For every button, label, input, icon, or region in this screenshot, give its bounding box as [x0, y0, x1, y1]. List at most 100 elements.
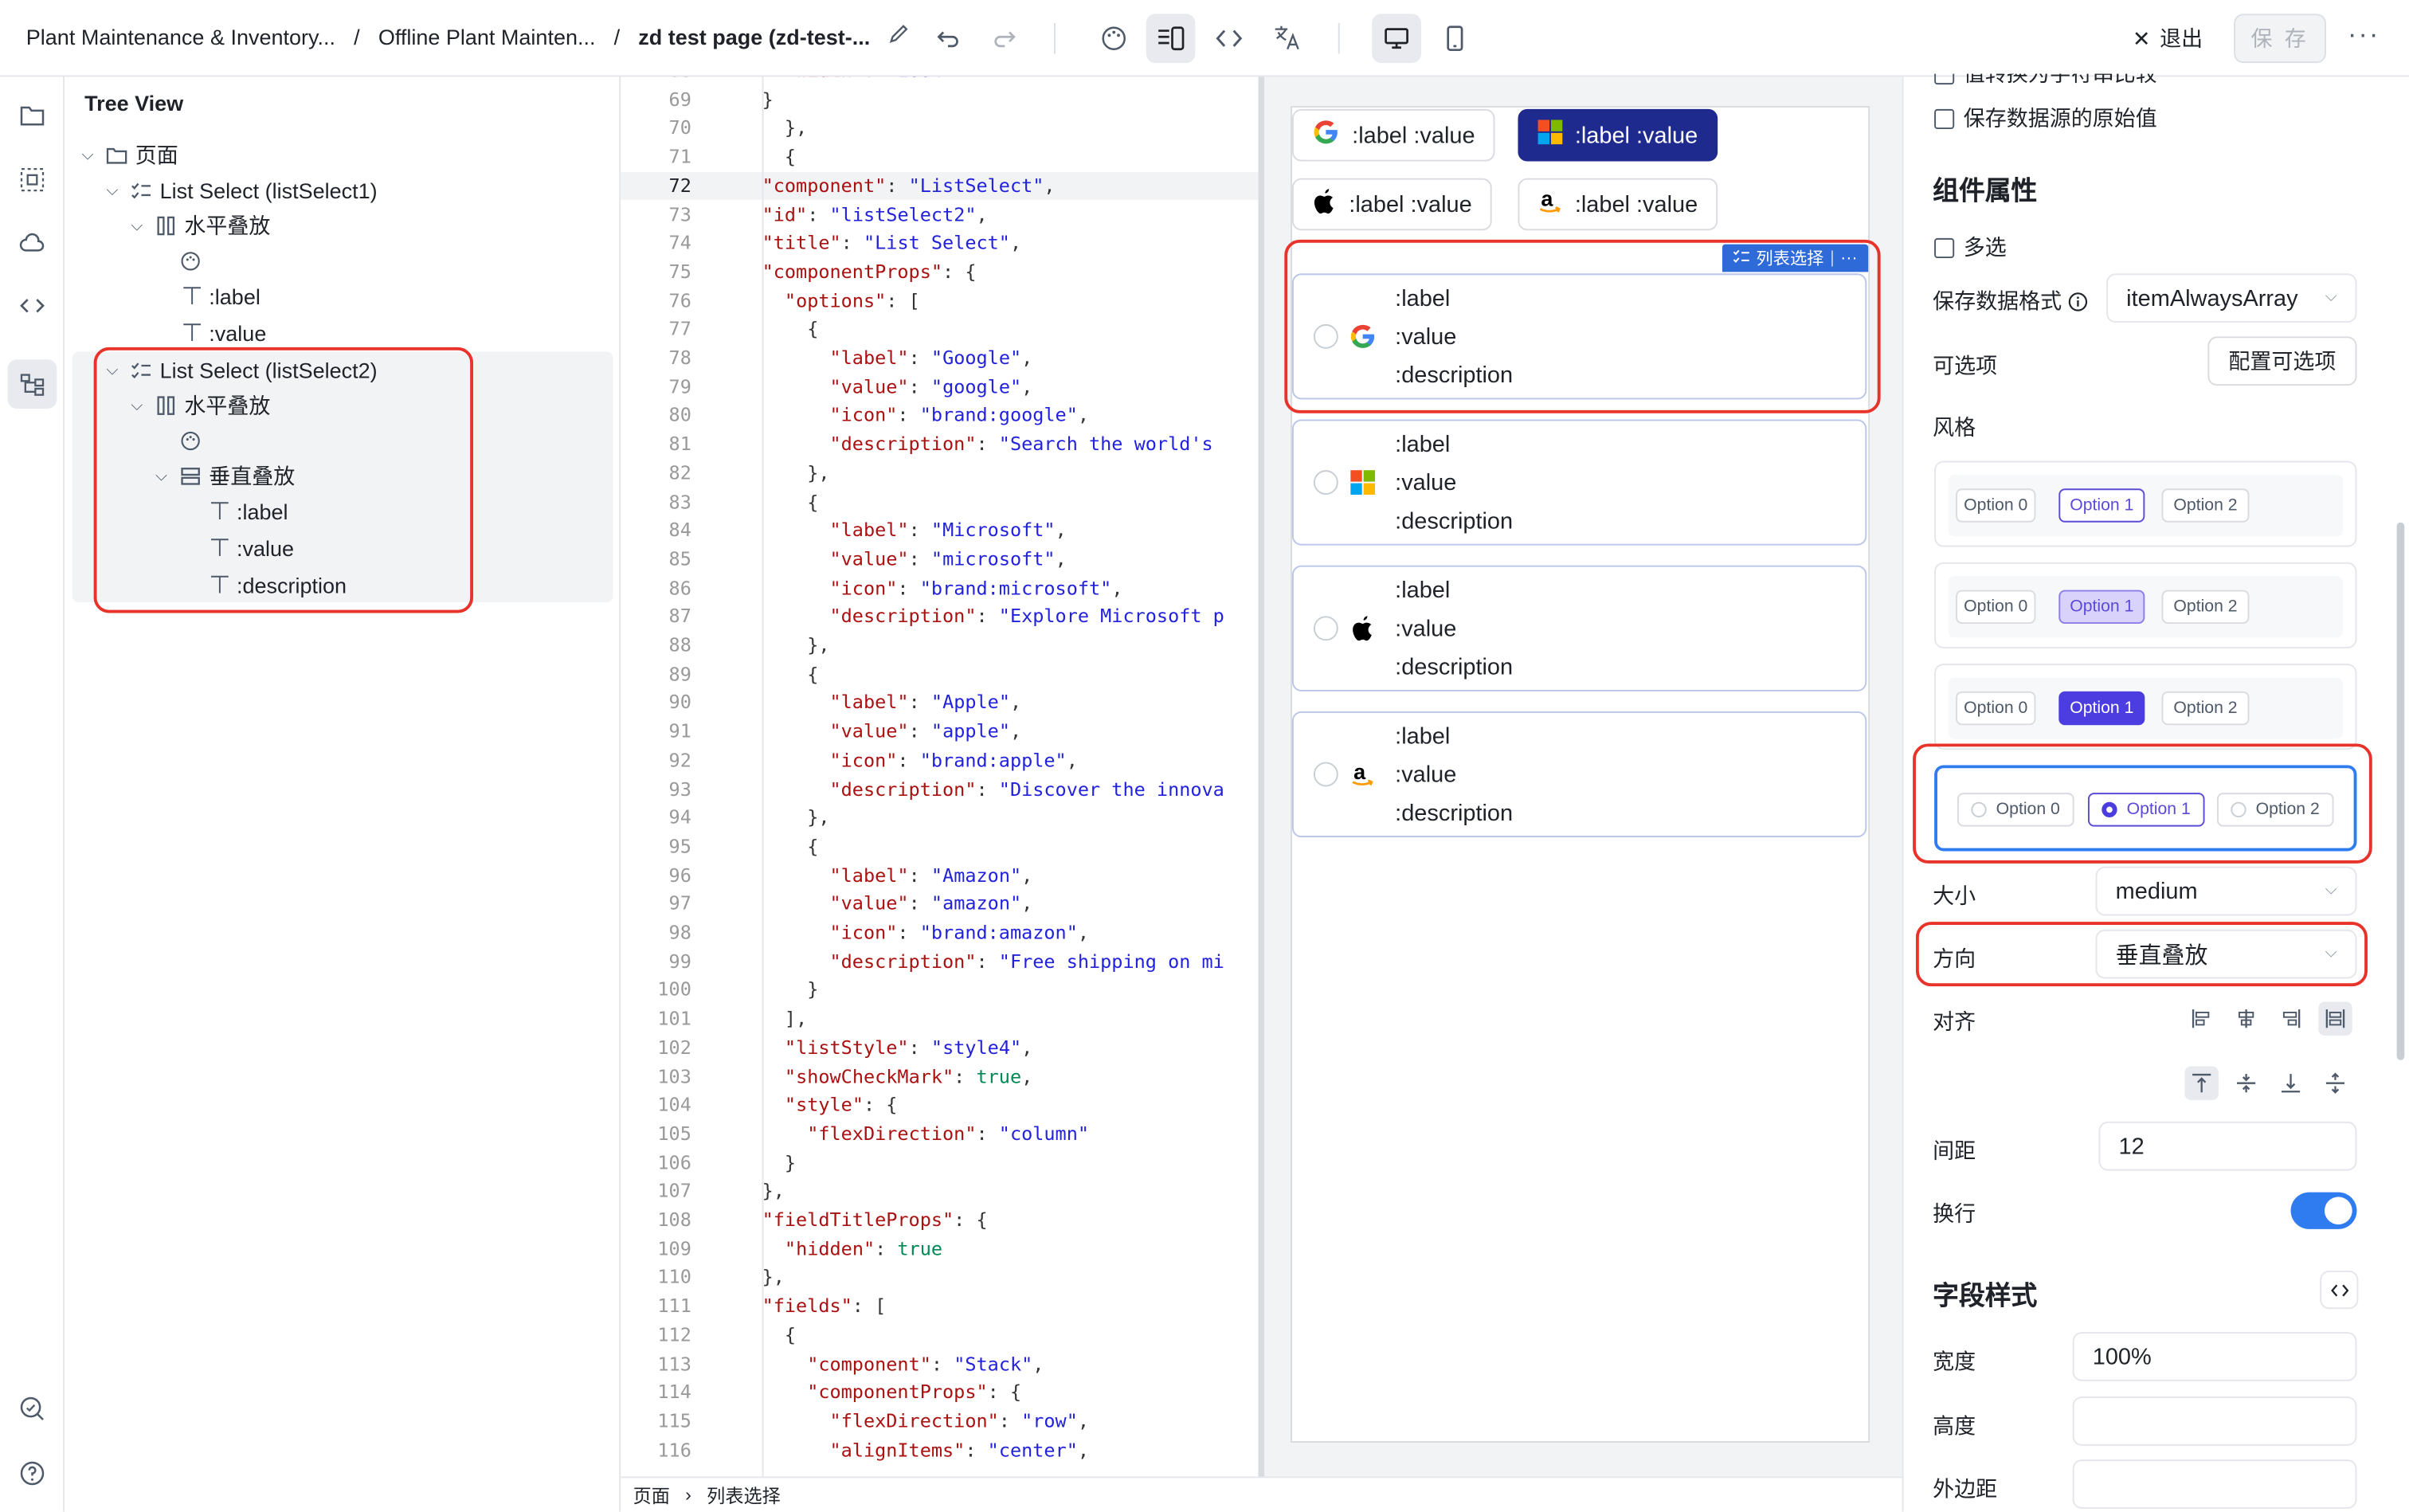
code-line[interactable]: 101 ],: [621, 1005, 1263, 1033]
align-stretch-icon[interactable]: [2318, 1001, 2352, 1036]
code-line[interactable]: 68 "width": "100%": [621, 76, 1263, 85]
chevron-down-icon[interactable]: ⌵: [81, 147, 94, 164]
more-options-icon[interactable]: ···: [1840, 249, 1858, 268]
tree-node-value-text[interactable]: ⊤ :value: [209, 531, 294, 565]
save-original-checkbox[interactable]: 保存数据源的原始值: [1934, 103, 2157, 134]
properties-scrollbar[interactable]: [2396, 522, 2405, 1060]
save-button[interactable]: 保 存: [2234, 14, 2326, 64]
vlist-item-google[interactable]: :label :value :description: [1291, 273, 1867, 400]
align-center-icon[interactable]: [2229, 1001, 2262, 1035]
multiple-checkbox[interactable]: 多选: [1934, 232, 2007, 263]
code-line[interactable]: 91 "value": "apple",: [621, 718, 1263, 746]
status-root[interactable]: 页面: [633, 1484, 670, 1506]
code-line[interactable]: 72"component": "ListSelect",: [621, 171, 1263, 201]
justify-start-icon[interactable]: [2184, 1066, 2219, 1100]
compare-as-string-checkbox[interactable]: 值转换为字符串比较: [1934, 73, 2157, 89]
radio-button[interactable]: [1313, 470, 1338, 496]
code-view-icon[interactable]: [1204, 14, 1254, 63]
justify-between-icon[interactable]: [2318, 1066, 2352, 1099]
redo-icon[interactable]: [980, 14, 1029, 63]
vlist-item-apple[interactable]: :label :value :description: [1291, 565, 1867, 691]
radio-button[interactable]: [1313, 323, 1338, 349]
code-line[interactable]: 70 },: [621, 114, 1263, 143]
desktop-preview-icon[interactable]: [1372, 14, 1421, 64]
code-line[interactable]: 109 "hidden": true: [621, 1235, 1263, 1263]
justify-center-icon[interactable]: [2229, 1066, 2262, 1099]
code-line[interactable]: 114 "componentProps": {: [621, 1378, 1263, 1407]
code-line[interactable]: 71 {: [621, 143, 1263, 172]
code-line[interactable]: 76 "options": [: [621, 287, 1263, 315]
code-line[interactable]: 75"componentProps": {: [621, 258, 1263, 287]
theme-palette-icon[interactable]: [1089, 14, 1138, 63]
align-right-icon[interactable]: [2274, 1001, 2307, 1035]
tree-node-listselect1[interactable]: ⌵ List Select (listSelect1): [101, 174, 377, 207]
height-input[interactable]: [2072, 1396, 2357, 1446]
code-line[interactable]: 100 }: [621, 976, 1263, 1005]
code-line[interactable]: 97 "value": "amazon",: [621, 890, 1263, 919]
code-line[interactable]: 102 "listStyle": "style4",: [621, 1034, 1263, 1063]
code-line[interactable]: 116 "alignItems": "center",: [621, 1436, 1263, 1464]
size-select[interactable]: medium⌵: [2095, 866, 2357, 916]
exit-button[interactable]: ✕ 退出: [2133, 23, 2203, 54]
code-line[interactable]: 104 "style": {: [621, 1091, 1263, 1120]
code-icon[interactable]: [8, 281, 57, 331]
style-card-4-selected[interactable]: Option 0 Option 1 Option 2: [1934, 765, 2357, 852]
code-line[interactable]: 115 "flexDirection": "row",: [621, 1407, 1263, 1436]
code-line[interactable]: 78 "label": "Google",: [621, 344, 1263, 373]
checkbox[interactable]: [1934, 108, 1955, 130]
code-line[interactable]: 103 "showCheckMark": true,: [621, 1063, 1263, 1091]
tree-node-hstack[interactable]: ⌵ 水平叠放: [126, 209, 270, 242]
wrap-toggle[interactable]: [2290, 1192, 2357, 1229]
radio-button[interactable]: [1313, 762, 1338, 787]
code-line[interactable]: 94 },: [621, 804, 1263, 832]
radio-button[interactable]: [1313, 616, 1338, 641]
margin-input[interactable]: [2072, 1459, 2357, 1509]
code-line[interactable]: 110},: [621, 1263, 1263, 1292]
code-line[interactable]: 99 "description": "Free shipping on mi: [621, 947, 1263, 976]
code-icon[interactable]: [2320, 1270, 2359, 1310]
chevron-down-icon[interactable]: ⌵: [155, 468, 167, 485]
more-options-icon[interactable]: ···: [2347, 18, 2380, 49]
tree-node-description-text[interactable]: ⊤ :description: [209, 569, 347, 602]
chevron-down-icon[interactable]: ⌵: [131, 397, 143, 414]
mobile-preview-icon[interactable]: [1431, 14, 1480, 63]
component-select-icon[interactable]: [8, 155, 57, 205]
tree-node-label-text[interactable]: ⊤ :label: [209, 495, 288, 528]
tree-node-vstack[interactable]: ⌵ 垂直叠放: [151, 460, 295, 493]
code-line[interactable]: 85 "value": "microsoft",: [621, 545, 1263, 574]
selected-component-tag[interactable]: 列表选择 | ···: [1722, 244, 1869, 272]
code-line[interactable]: 108"fieldTitleProps": {: [621, 1206, 1263, 1235]
code-line[interactable]: 112 {: [621, 1321, 1263, 1349]
editor-scrollbar[interactable]: [1258, 76, 1265, 1477]
edit-pencil-icon[interactable]: [888, 23, 910, 49]
hlist-item-microsoft[interactable]: :label :value: [1518, 108, 1718, 162]
translate-icon[interactable]: [1263, 14, 1312, 63]
width-input[interactable]: 100%: [2072, 1332, 2357, 1381]
code-editor[interactable]: 68 "width": "100%"69}70 },71 {72"compone…: [621, 76, 1263, 1476]
code-line[interactable]: 90 "label": "Apple",: [621, 689, 1263, 718]
breadcrumb-app[interactable]: Plant Maintenance & Inventory...: [25, 23, 336, 49]
checkbox[interactable]: [1934, 237, 1955, 259]
code-line[interactable]: 89 {: [621, 660, 1263, 689]
code-line[interactable]: 93 "description": "Discover the innova: [621, 775, 1263, 804]
code-line[interactable]: 113 "component": "Stack",: [621, 1349, 1263, 1378]
gap-input[interactable]: 12: [2098, 1121, 2357, 1171]
status-current[interactable]: 列表选择: [707, 1484, 781, 1506]
breadcrumb-page[interactable]: zd test page (zd-test-...: [638, 23, 871, 49]
code-line[interactable]: 98 "icon": "brand:amazon",: [621, 919, 1263, 947]
code-line[interactable]: 73"id": "listSelect2",: [621, 201, 1263, 229]
code-line[interactable]: 84 "label": "Microsoft",: [621, 516, 1263, 545]
code-line[interactable]: 95 {: [621, 832, 1263, 861]
code-line[interactable]: 105 "flexDirection": "column": [621, 1120, 1263, 1149]
tree-node-hstack[interactable]: ⌵ 水平叠放: [126, 389, 270, 422]
justify-end-icon[interactable]: [2274, 1066, 2307, 1099]
code-line[interactable]: 77 {: [621, 315, 1263, 344]
hlist-item-apple[interactable]: :label :value: [1291, 178, 1492, 231]
tree-node-label-text[interactable]: ⊤ :label: [182, 280, 260, 313]
code-line[interactable]: 82 },: [621, 459, 1263, 488]
cloud-icon[interactable]: [8, 218, 57, 268]
breadcrumb-module[interactable]: Offline Plant Mainten...: [378, 23, 596, 49]
style-card-3[interactable]: Option 0 Option 1 Option 2: [1934, 664, 2357, 750]
chevron-down-icon[interactable]: ⌵: [106, 182, 119, 199]
checkbox[interactable]: [1934, 73, 1955, 85]
